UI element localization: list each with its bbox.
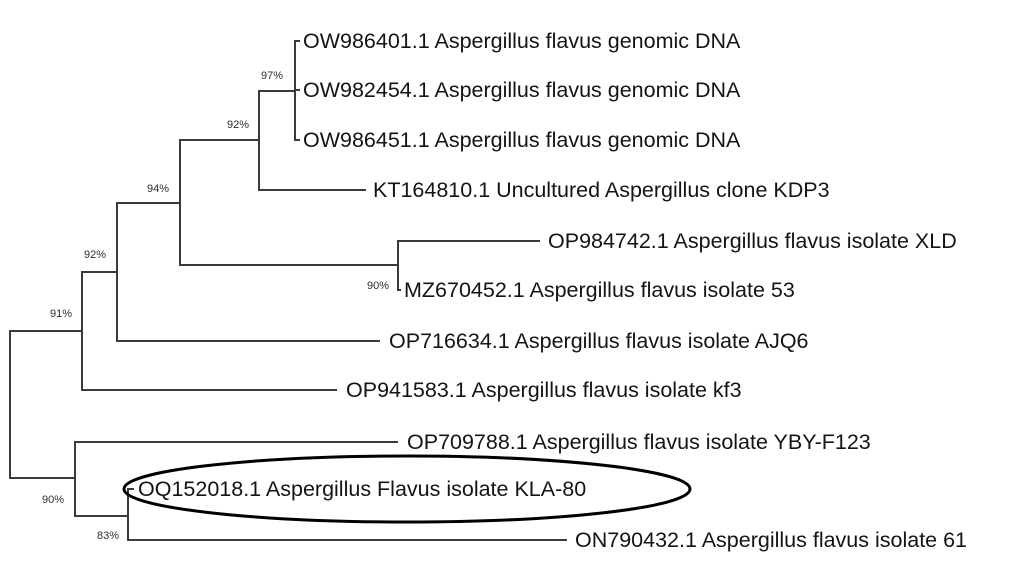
taxon-label-OP716634.1: OP716634.1 Aspergillus flavus isolate AJ… xyxy=(389,329,809,353)
tree-branches xyxy=(9,40,567,541)
highlight-ellipse-layer xyxy=(122,454,692,524)
taxon-label-OW982454.1: OW982454.1 Aspergillus flavus genomic DN… xyxy=(303,78,741,102)
taxon-label-KT164810.1: KT164810.1 Uncultured Aspergillus clone … xyxy=(373,178,830,202)
highlight-ellipse xyxy=(122,454,692,524)
taxon-label-OW986451.1: OW986451.1 Aspergillus flavus genomic DN… xyxy=(303,128,741,152)
taxon-label-OQ152018.1: OQ152018.1 Aspergillus Flavus isolate KL… xyxy=(138,477,586,501)
taxon-label-OW986401.1: OW986401.1 Aspergillus flavus genomic DN… xyxy=(303,29,741,53)
bootstrap-label-node-91: 91% xyxy=(50,308,72,320)
bootstrap-label-node-90b: 90% xyxy=(42,494,64,506)
bootstrap-label-node-83: 83% xyxy=(97,530,119,542)
taxon-label-OP709788.1: OP709788.1 Aspergillus flavus isolate YB… xyxy=(407,430,871,454)
bootstrap-label-node-90a: 90% xyxy=(367,280,389,292)
bootstrap-label-node-92a: 92% xyxy=(227,119,249,131)
taxon-label-ON790432.1: ON790432.1 Aspergillus flavus isolate 61 xyxy=(575,528,967,552)
taxon-labels: OW986401.1 Aspergillus flavus genomic DN… xyxy=(138,29,967,552)
bootstrap-label-node-97: 97% xyxy=(261,70,283,82)
taxon-label-OP984742.1: OP984742.1 Aspergillus flavus isolate XL… xyxy=(548,229,957,253)
bootstrap-label-node-94: 94% xyxy=(147,183,169,195)
bootstrap-label-node-92b: 92% xyxy=(84,249,106,261)
taxon-label-MZ670452.1: MZ670452.1 Aspergillus flavus isolate 53 xyxy=(404,278,795,302)
bootstrap-labels: 97% 92% 94% 90% 92% 91% 90% 83% xyxy=(42,70,389,542)
taxon-label-OP941583.1: OP941583.1 Aspergillus flavus isolate kf… xyxy=(346,378,742,402)
